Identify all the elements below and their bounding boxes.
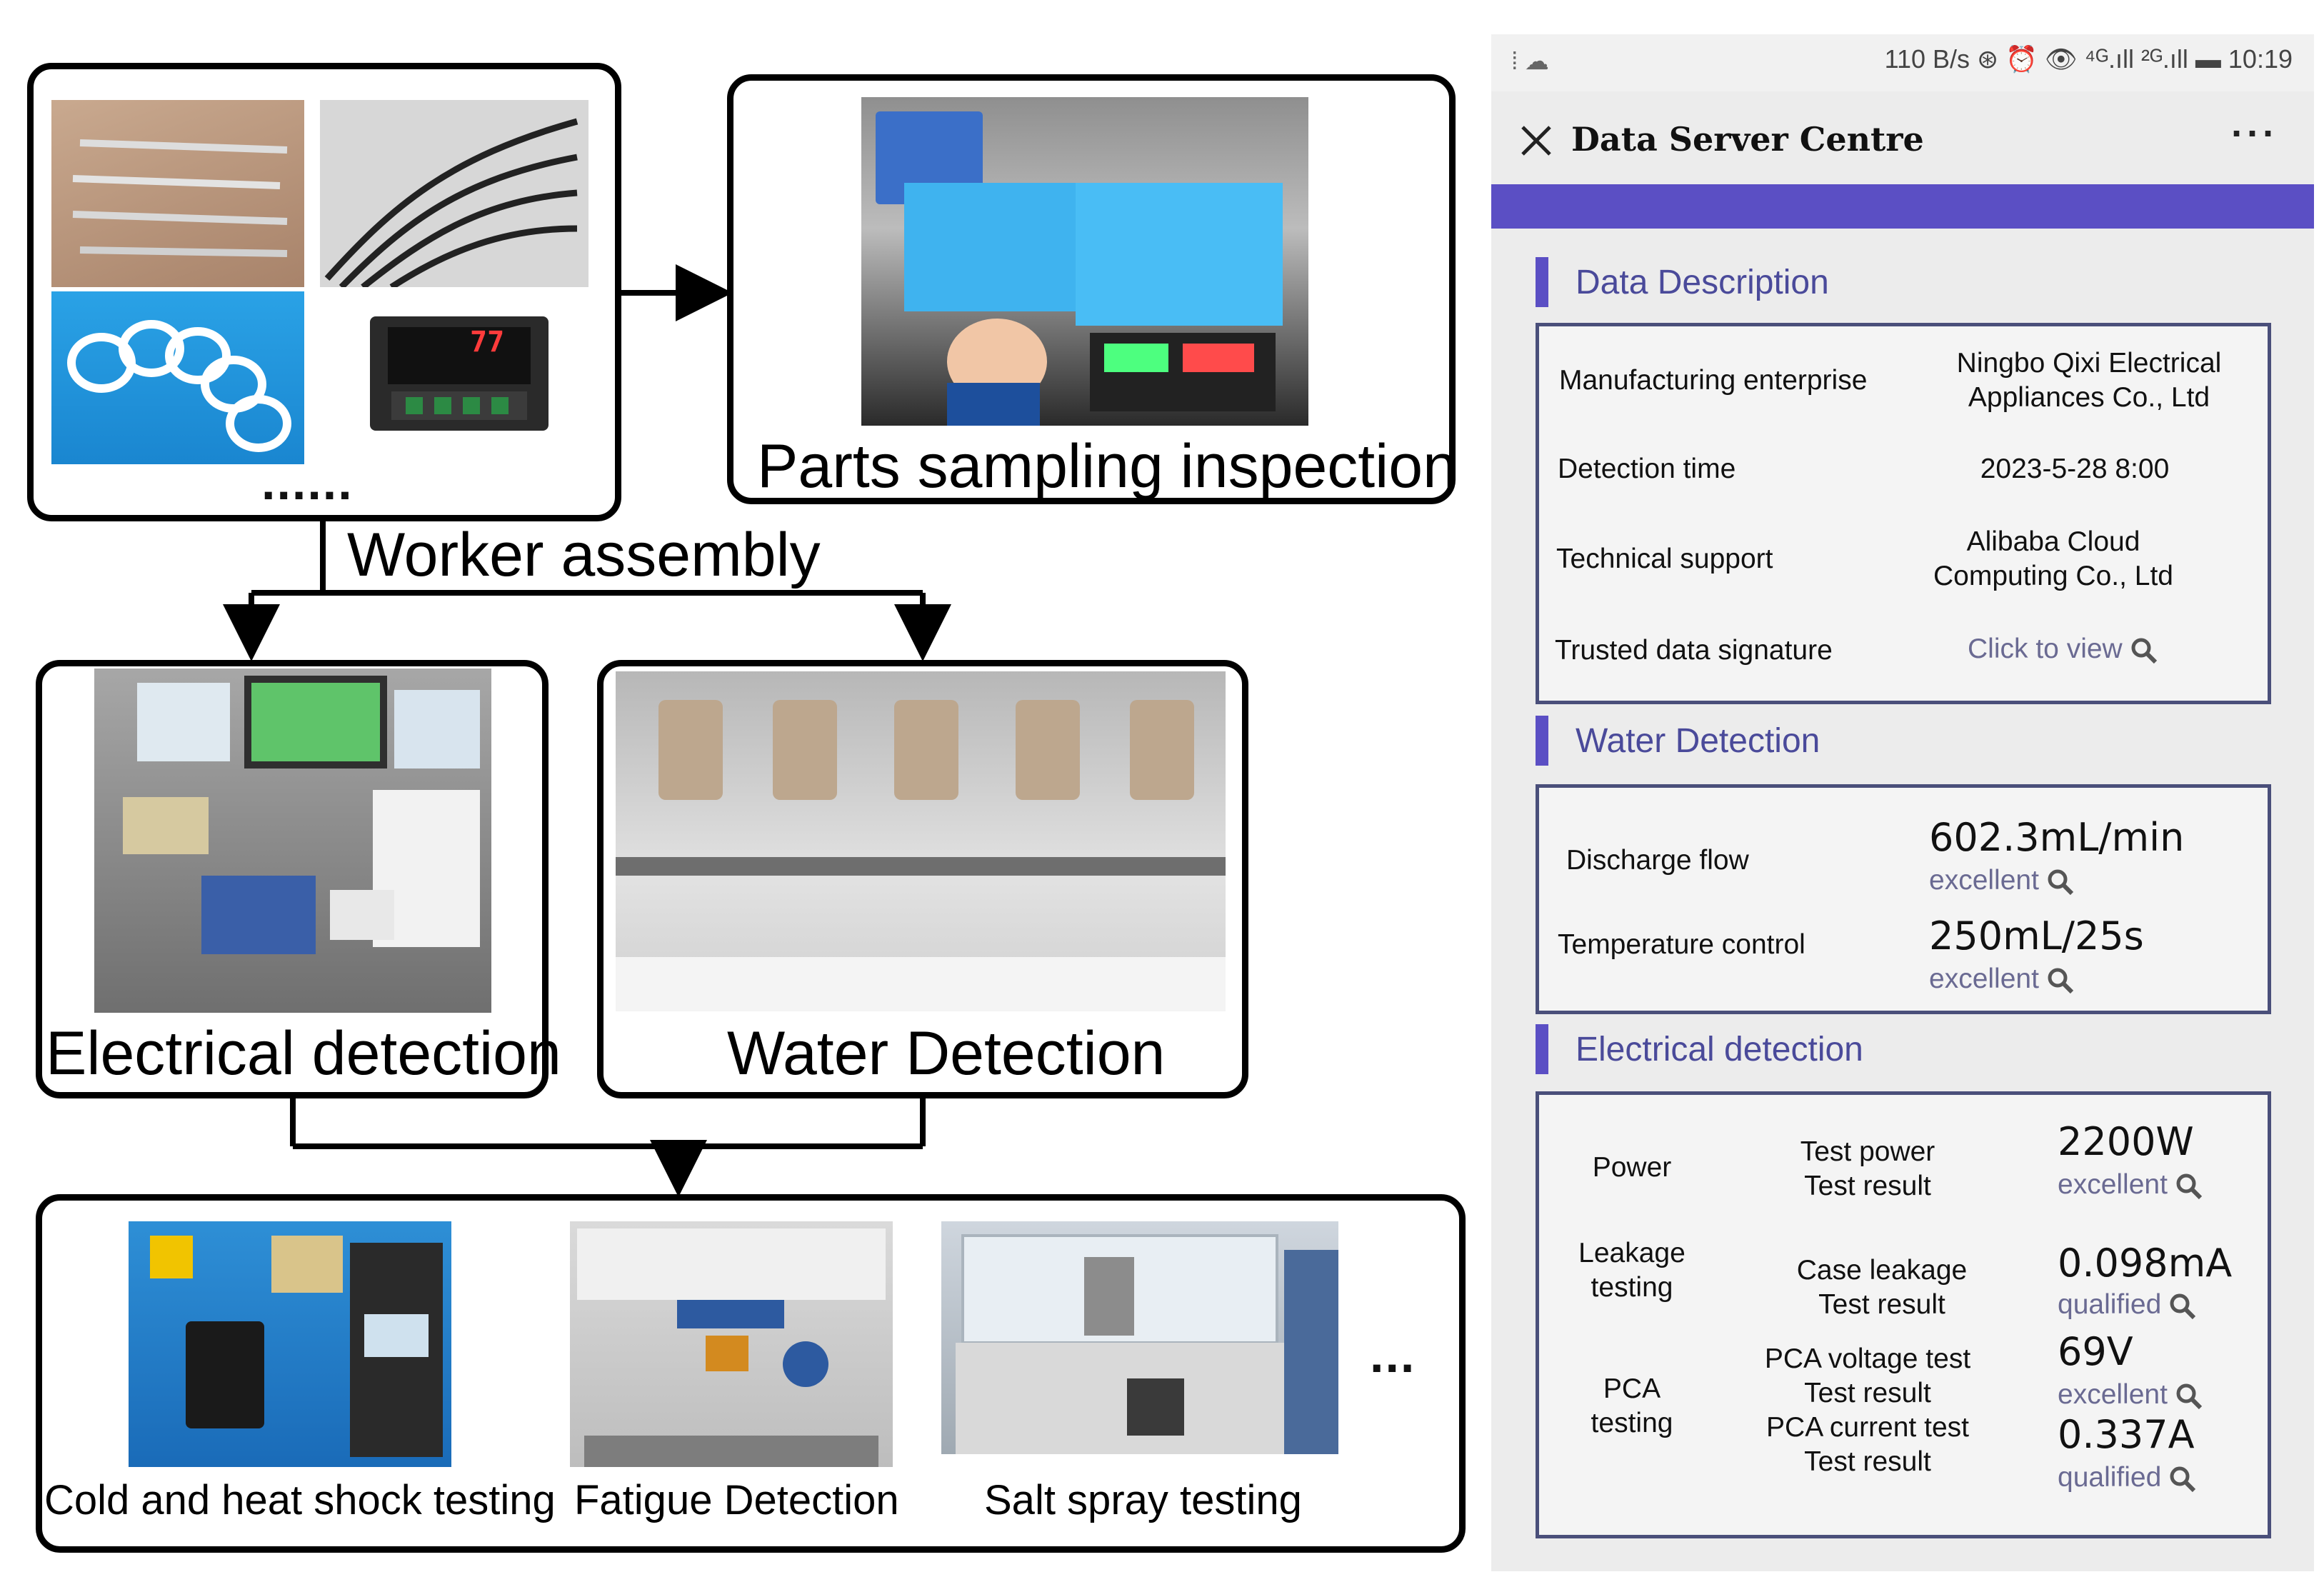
section-marker: [1536, 716, 1548, 766]
more-parts-dots: ......: [261, 454, 354, 510]
leakage-test-line-1: Case leakage: [1796, 1255, 1968, 1286]
app-top-bar: Data Server Centre ···: [1491, 91, 2314, 184]
pca-voltage-grade[interactable]: excellent: [2058, 1379, 2203, 1411]
click-to-view-text: Click to view: [1968, 634, 2123, 664]
detection-time-value: 2023-5-28 8:00: [1980, 454, 2170, 484]
search-icon: [2170, 1466, 2196, 1492]
search-icon: [2176, 1173, 2203, 1199]
technical-support-line-2: Computing Co., Ltd: [1933, 561, 2173, 591]
power-value: 2200W: [2058, 1119, 2194, 1164]
search-icon: [2176, 1383, 2203, 1409]
water-detection-header: Water Detection: [1536, 716, 2250, 766]
power-test-line-1: Test power: [1800, 1136, 1935, 1167]
pca-current-value: 0.337A: [2058, 1412, 2195, 1457]
search-icon: [2131, 638, 2157, 664]
manufacturing-value-line-2: Appliances Co., Ltd: [1968, 382, 2210, 413]
leakage-value: 0.098mA: [2058, 1241, 2233, 1286]
worker-assembly-label: Worker assembly: [347, 521, 821, 589]
pca-test-line-1: PCA voltage test: [1764, 1343, 1971, 1374]
pca-test-line-3: PCA current test: [1766, 1412, 1969, 1443]
controller-photo: 77: [320, 291, 588, 464]
leakage-grade[interactable]: qualified: [2058, 1289, 2197, 1321]
section-marker: [1536, 1024, 1548, 1074]
pca-voltage-value: 69V: [2058, 1329, 2133, 1374]
power-test-line-2: Test result: [1804, 1171, 1931, 1201]
grade-text: excellent: [2058, 1169, 2168, 1200]
rods-photo: [51, 100, 304, 287]
grade-text: qualified: [2058, 1462, 2162, 1493]
temperature-control-label: Temperature control: [1558, 929, 1805, 960]
section-title: Data Description: [1576, 264, 1829, 301]
power-label: Power: [1592, 1152, 1672, 1183]
electrical-detection-label: Electrical detection: [46, 1019, 561, 1088]
parts-sampling-label: Parts sampling inspection: [757, 432, 1457, 501]
phone-screen: ⁞ ☁ 110 B/s ⊛ ⏰ 👁 ⁴ᴳ.ıll ²ᴳ.ıll ▬ 10:19 …: [1491, 34, 2314, 1571]
more-tests-dots: ...: [1370, 1327, 1416, 1383]
pca-label-line-2: testing: [1591, 1408, 1673, 1438]
salt-spray-photo: [941, 1221, 1338, 1454]
o-rings-photo: [51, 291, 304, 464]
electrical-detection-header: Electrical detection: [1536, 1024, 2250, 1074]
water-test-photo: [616, 671, 1226, 1011]
leakage-label-line-1: Leakage: [1578, 1238, 1686, 1268]
search-icon: [2170, 1293, 2196, 1319]
water-detection-label: Water Detection: [727, 1019, 1166, 1088]
pca-label-line-1: PCA: [1603, 1373, 1661, 1404]
manufacturing-value-line-1: Ningbo Qixi Electrical: [1956, 348, 2222, 379]
discharge-flow-label: Discharge flow: [1566, 845, 1749, 876]
status-notification-icons: ⁞ ☁: [1511, 48, 1549, 75]
click-to-view-link[interactable]: Click to view: [1968, 634, 2158, 665]
status-bar: ⁞ ☁ 110 B/s ⊛ ⏰ 👁 ⁴ᴳ.ıll ²ᴳ.ıll ▬ 10:19: [1491, 34, 2314, 91]
technical-support-line-1: Alibaba Cloud: [1966, 526, 2140, 557]
grade-text: qualified: [2058, 1289, 2162, 1320]
status-indicators: 110 B/s ⊛ ⏰ 👁 ⁴ᴳ.ıll ²ᴳ.ıll ▬ 10:19: [1884, 44, 2293, 74]
trusted-signature-label: Trusted data signature: [1555, 635, 1833, 666]
grade-text: excellent: [1929, 963, 2039, 994]
temperature-control-grade[interactable]: excellent: [1929, 963, 2075, 995]
discharge-flow-value: 602.3mL/min: [1929, 815, 2185, 860]
discharge-flow-grade[interactable]: excellent: [1929, 865, 2075, 896]
leakage-test-line-2: Test result: [1818, 1289, 1945, 1320]
leakage-label-line-2: testing: [1591, 1272, 1673, 1303]
data-description-header: Data Description: [1536, 257, 2250, 307]
grade-text: excellent: [2058, 1379, 2168, 1410]
close-icon[interactable]: [1520, 124, 1553, 157]
electrical-detection-card: Power Test power Test result 2200W excel…: [1536, 1091, 2271, 1538]
section-marker: [1536, 257, 1548, 307]
grade-text: excellent: [1929, 865, 2039, 896]
controller-readout: 77: [470, 326, 505, 359]
electrical-photo: [94, 669, 491, 1013]
section-title: Water Detection: [1576, 722, 1820, 760]
pca-current-grade[interactable]: qualified: [2058, 1462, 2197, 1493]
cold-heat-label: Cold and heat shock testing: [44, 1477, 556, 1523]
fatigue-photo: [570, 1221, 893, 1467]
salt-spray-label: Salt spray testing: [984, 1477, 1302, 1523]
search-icon: [2048, 968, 2074, 993]
detection-time-label: Detection time: [1558, 454, 1736, 484]
manufacturing-label: Manufacturing enterprise: [1559, 365, 1868, 396]
cables-photo: [320, 100, 588, 287]
technical-support-label: Technical support: [1556, 544, 1773, 574]
search-icon: [2048, 869, 2074, 895]
power-grade[interactable]: excellent: [2058, 1169, 2203, 1201]
data-description-card: Manufacturing enterprise Ningbo Qixi Ele…: [1536, 323, 2271, 704]
water-detection-card: Discharge flow 602.3mL/min excellent Tem…: [1536, 784, 2271, 1014]
sampling-photo: [861, 97, 1308, 426]
pca-test-line-4: Test result: [1804, 1446, 1931, 1477]
more-menu-icon[interactable]: ···: [2231, 112, 2278, 155]
fatigue-label: Fatigue Detection: [574, 1477, 899, 1523]
pca-test-line-2: Test result: [1804, 1378, 1931, 1408]
cold-heat-photo: [129, 1221, 451, 1467]
accent-banner: [1491, 184, 2314, 229]
temperature-control-value: 250mL/25s: [1929, 913, 2144, 958]
section-title: Electrical detection: [1576, 1031, 1863, 1068]
app-title: Data Server Centre: [1571, 120, 1924, 159]
